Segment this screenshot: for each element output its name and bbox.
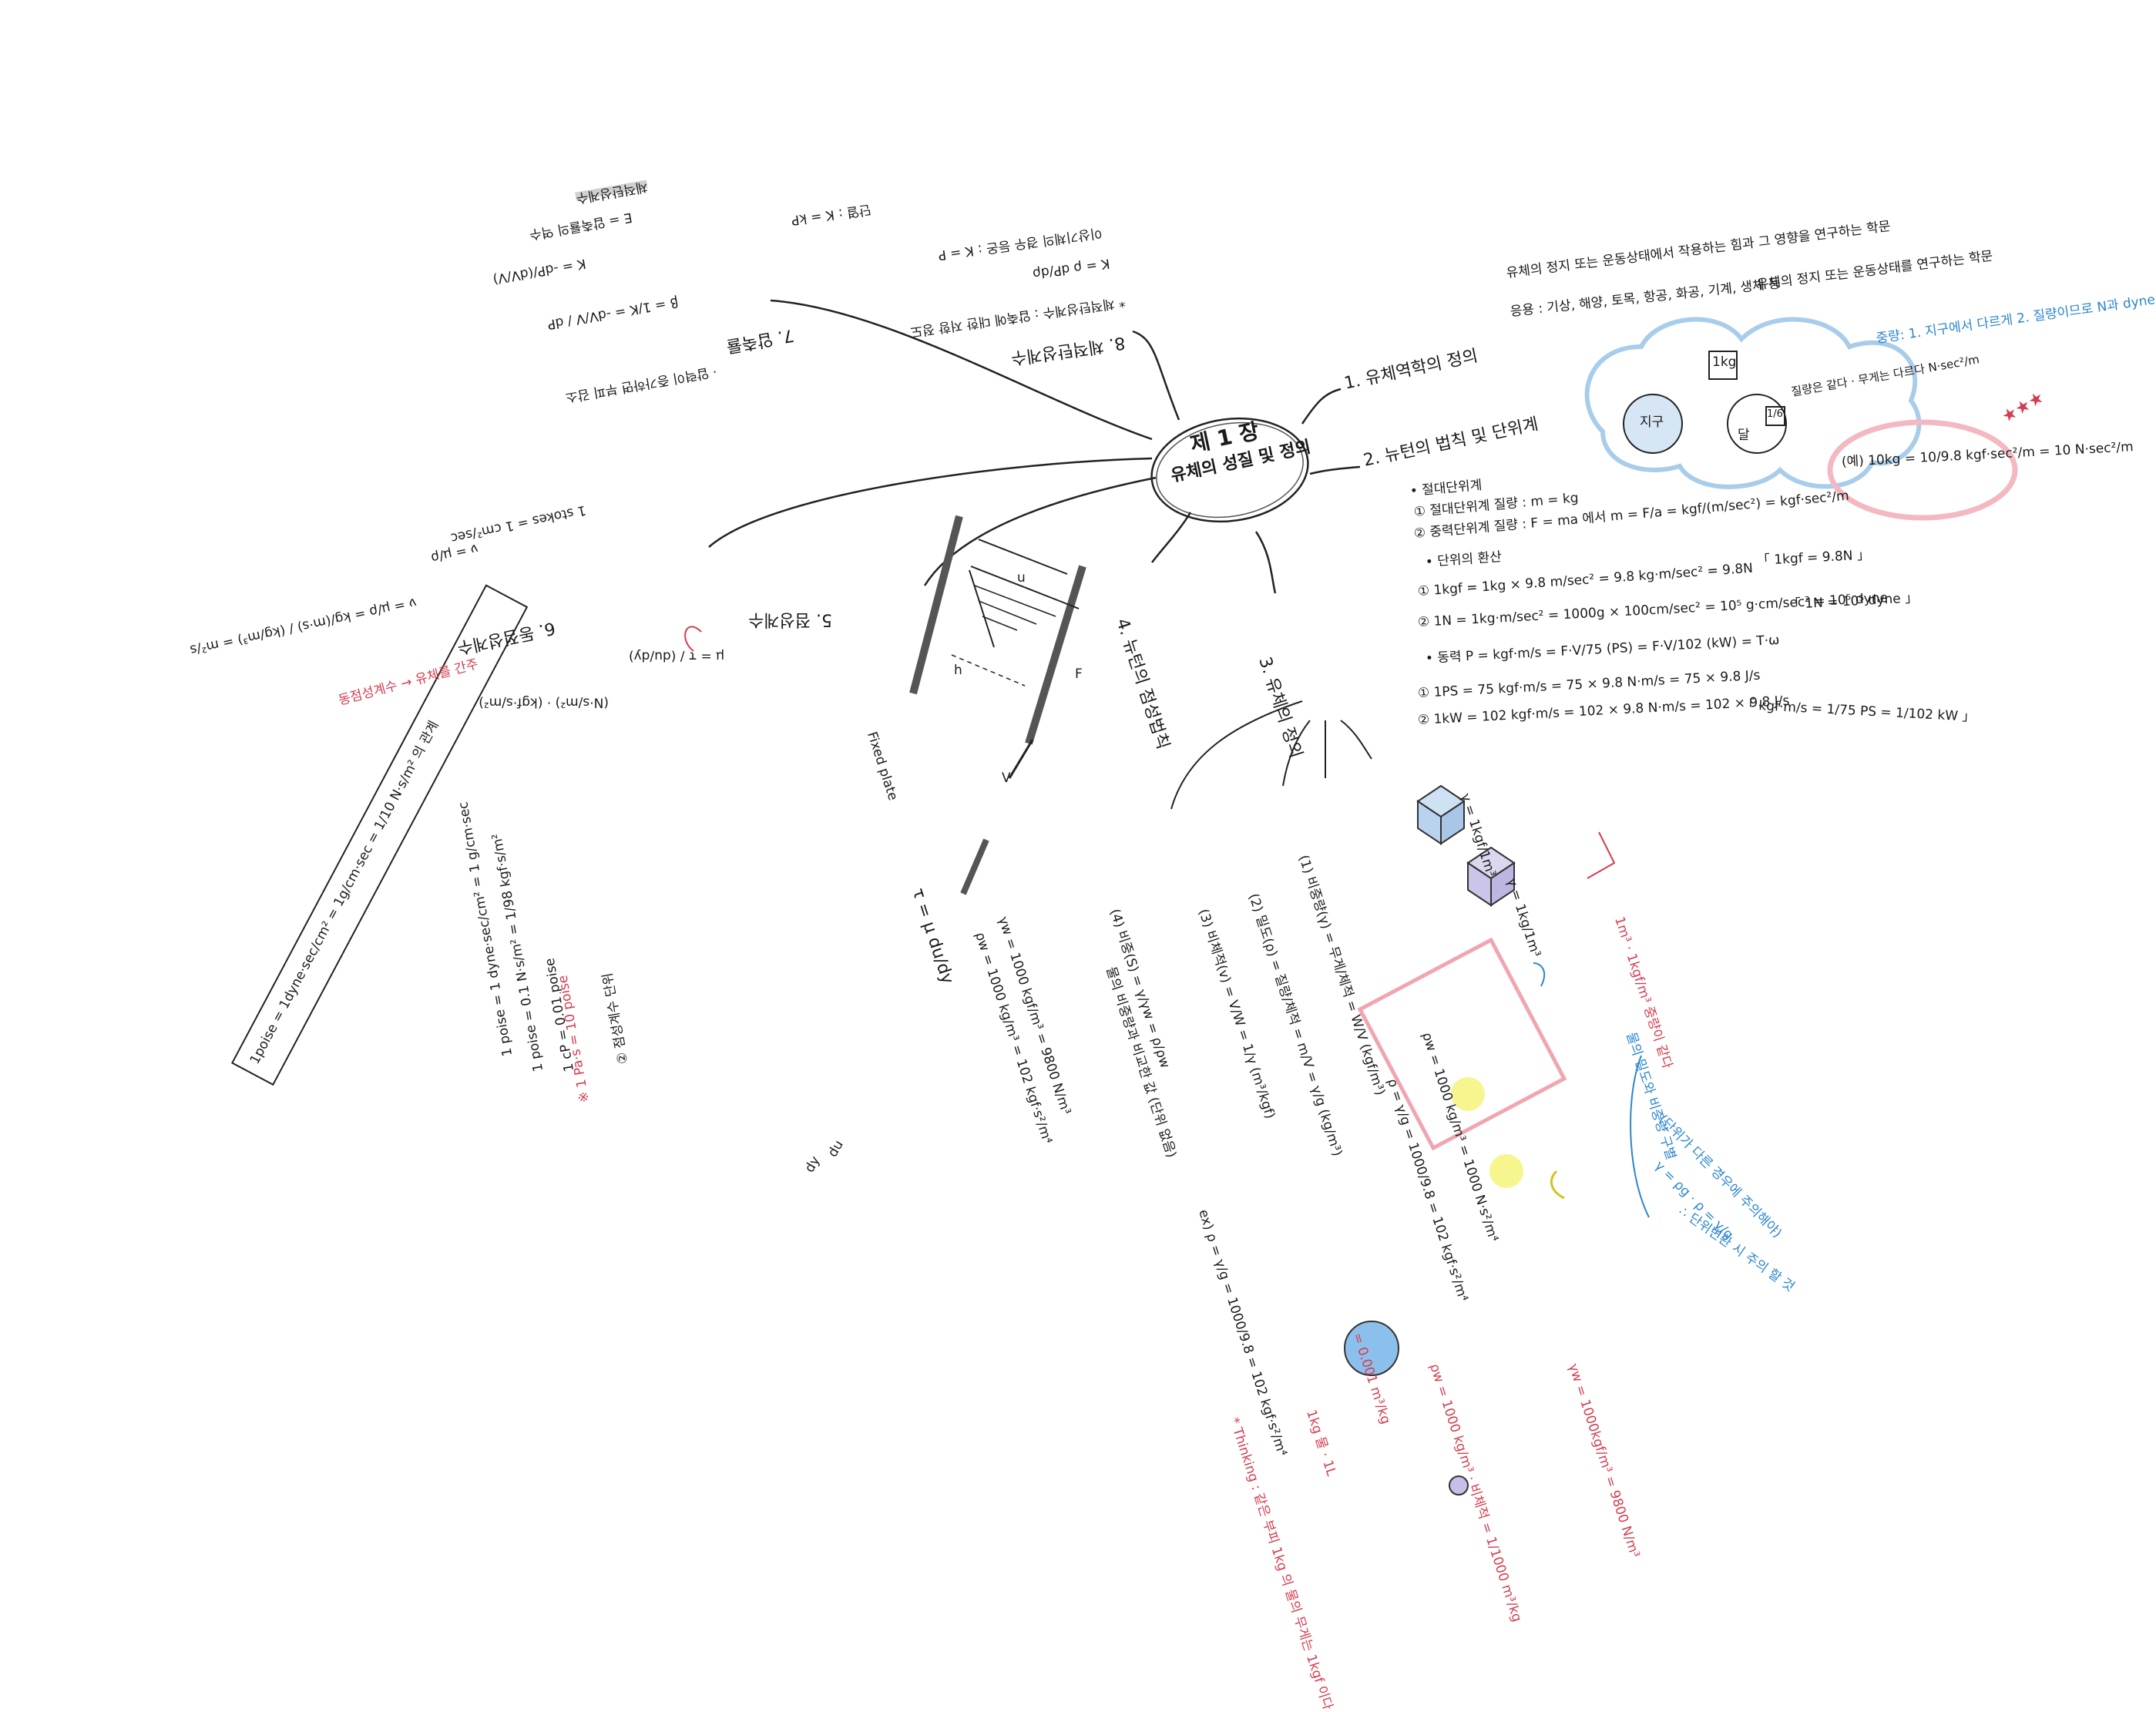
viscosity-units: (N·s/m²) · (kgf·s/m²) [479,694,609,710]
connector-lines [684,299,2018,1495]
branch-line-4 [1151,512,1192,563]
branch-line-7 [770,299,1153,441]
branch-line-2 [1309,465,1361,475]
branch-line-8 [1132,330,1180,421]
branch-line-5 [923,476,1157,586]
gap-label: h [954,663,962,678]
force-label: F [1075,666,1083,682]
branch-5-title[interactable]: 5. 점성계수 [748,609,832,629]
velocity-label: u [1017,570,1026,586]
moon-ratio: 1/6 [1767,408,1783,420]
cloud-box-label: 1kg [1712,354,1737,370]
mind-map-canvas: 제 1 장 유체의 성질 및 정의 1. 유체역학의 정의 유체의 정지 또는 … [189,177,2156,1712]
water-drop-circle [1344,1321,1399,1376]
moon-circle [1727,394,1787,454]
cube-blue [1416,784,1466,845]
moon-label: 달 [1738,428,1750,443]
small-purple-circle [1449,1475,1469,1495]
example-highlight [1827,419,2018,521]
branch-line-1 [1301,388,1342,425]
center-ellipse [1150,417,1309,523]
plate-velocity-label: V [1002,770,1011,786]
cube-purple [1466,846,1516,907]
viscosity-formula: μ = τ / (du/dy) [628,648,724,664]
cloud-shape [1584,317,1922,489]
branch-line-3 [1254,531,1277,594]
branch-line-6 [708,457,1153,548]
earth-label: 지구 [1640,415,1664,430]
earth-circle [1623,394,1683,454]
viscosity-diagram [909,515,1086,895]
density-red-box [1357,937,1567,1151]
